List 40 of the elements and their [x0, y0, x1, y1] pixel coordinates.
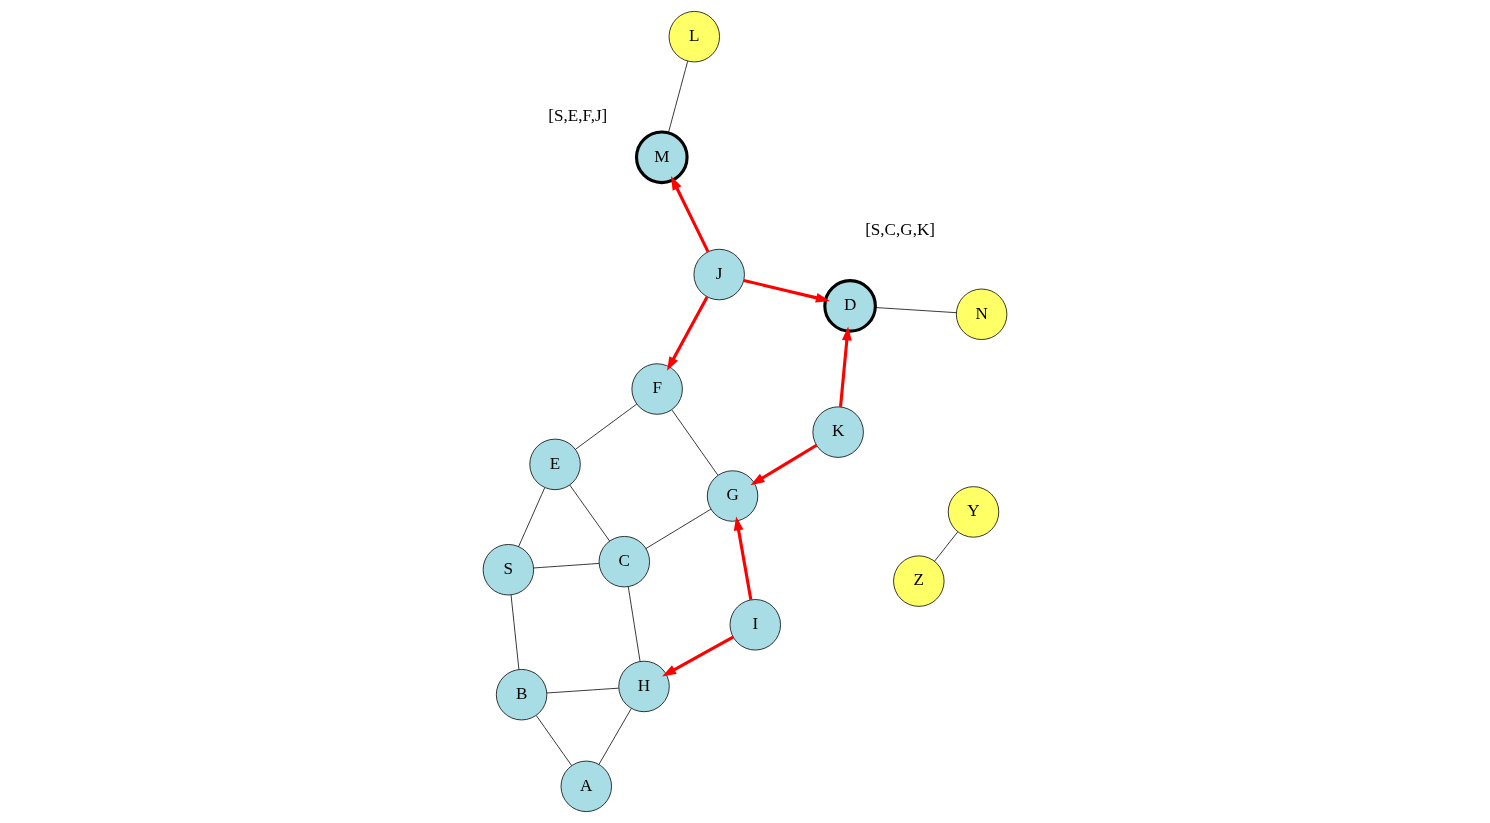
arrow — [839, 326, 852, 408]
node-circle: S — [482, 544, 535, 596]
connector — [510, 594, 520, 670]
connector — [598, 708, 632, 765]
node-circle: J — [693, 248, 745, 301]
connector — [533, 563, 600, 569]
arrow — [733, 516, 753, 600]
node-circle: D — [823, 279, 877, 333]
node-circle: G — [706, 470, 759, 522]
connector — [671, 409, 719, 476]
node-circle: A — [560, 760, 612, 812]
connector — [875, 307, 957, 314]
arrow — [662, 635, 734, 677]
connector — [518, 487, 546, 547]
connector — [934, 531, 959, 562]
node-circle: I — [729, 599, 781, 651]
connector — [546, 687, 620, 694]
node-circle: M — [635, 130, 689, 185]
node-circle: H — [618, 660, 670, 713]
node-circle: C — [598, 536, 650, 588]
arrow — [743, 278, 830, 303]
connector — [627, 586, 641, 662]
node-circle: E — [529, 438, 581, 491]
connector — [668, 60, 689, 134]
node-circle: K — [812, 406, 864, 458]
arrow — [750, 443, 818, 486]
node-circle: Y — [947, 486, 1000, 538]
connector — [569, 484, 611, 542]
node-circle: Z — [893, 555, 945, 607]
node-circle: L — [668, 11, 720, 63]
node-circle: N — [955, 288, 1008, 340]
label: [S,C,G,K] — [865, 220, 935, 240]
node-circle: F — [631, 363, 683, 415]
connector — [575, 403, 638, 450]
label: [S,E,F,J] — [548, 106, 608, 126]
node-circle: B — [495, 669, 548, 721]
connector — [645, 508, 712, 549]
connector — [535, 715, 573, 766]
arrow — [670, 175, 710, 253]
arrow — [667, 296, 709, 371]
